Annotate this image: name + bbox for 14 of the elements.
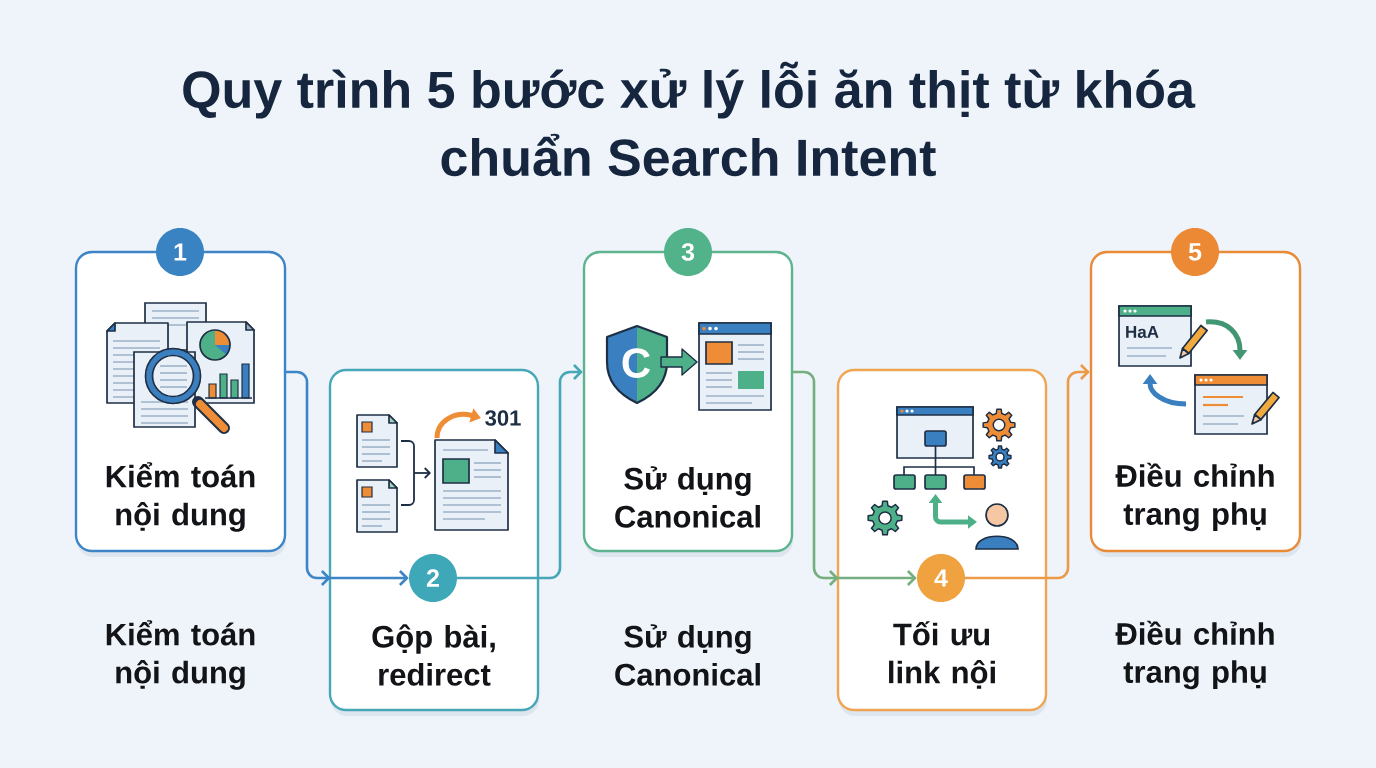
connector-arrow: [455, 364, 583, 580]
step-caption: Kiểm toán nội dung: [106, 620, 255, 690]
step-caption: Điều chỉnh trang phụ: [1115, 620, 1274, 690]
number-badge: 3: [664, 228, 712, 276]
title: Quy trình 5 bước xử lý lỗi ăn thịt từ khóa chuẩn Search Intent: [183, 61, 1196, 177]
number-badge: 1: [156, 228, 204, 276]
sample-text: HaA: [1126, 326, 1159, 338]
connector-arrow: [964, 364, 1090, 580]
number-badge: 5: [1171, 228, 1219, 276]
step-caption: Sử dụng Canonical: [615, 624, 760, 686]
shield-letter: C: [622, 348, 650, 378]
status-code-text: 301: [485, 410, 521, 426]
number-badge: 4: [917, 554, 965, 602]
number-badge: 2: [409, 554, 457, 602]
